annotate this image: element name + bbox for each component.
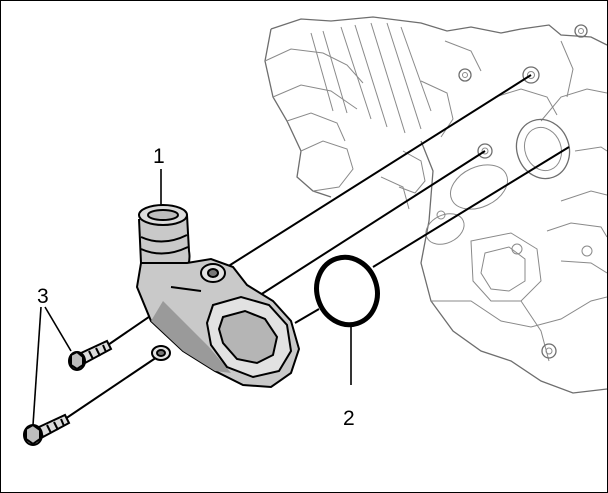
port-axis-lower [294, 308, 320, 324]
bolt-upper [68, 339, 113, 371]
leader-3-upper [44, 306, 72, 352]
callout-2-label: 2 [343, 407, 355, 430]
leader-lines [32, 169, 352, 426]
bolt-lower [23, 413, 71, 446]
lower-bolt-line [64, 352, 164, 420]
port-axis-upper [372, 146, 570, 268]
callout-1-label: 1 [153, 145, 165, 168]
engine-block [264, 16, 607, 394]
upper-bolt-axis [226, 74, 532, 268]
thermostat-housing [135, 204, 301, 389]
middle-axis [256, 150, 486, 298]
callout-3-label: 3 [37, 285, 49, 308]
leader-3-lower [32, 306, 42, 426]
o-ring-gasket [314, 254, 380, 328]
